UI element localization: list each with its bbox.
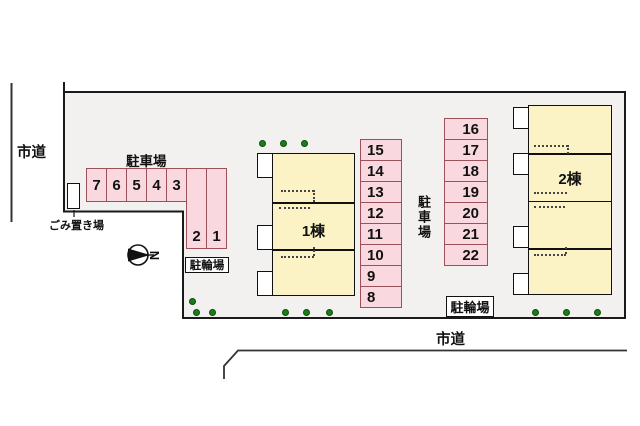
parking-stall: 20 [444, 202, 488, 224]
unit-divider [529, 200, 611, 202]
parking-stall: 18 [444, 160, 488, 182]
compass-needle-icon [128, 248, 150, 262]
tree-dot [562, 308, 570, 316]
tree-dot [593, 308, 601, 316]
parking-label-right: 駐車場 [416, 195, 431, 240]
parking-stall: 8 [360, 286, 402, 308]
tree-dot [300, 139, 308, 147]
parking-stall: 11 [360, 223, 402, 245]
building-2-label: 2棟 [558, 171, 582, 188]
garbage-box [67, 183, 80, 209]
entry-path-dashed [567, 145, 569, 154]
unit-divider [529, 248, 611, 250]
building-2-entrance [513, 106, 529, 129]
building-2-entrance [513, 153, 529, 175]
entry-path-dashed [534, 192, 567, 194]
building-1-entrance [257, 224, 273, 250]
parking-label-top: 駐車場 [126, 154, 167, 169]
parking-column-right: 16 17 18 19 20 21 22 [444, 118, 488, 266]
building-2-entrance [513, 273, 529, 295]
unit-divider [529, 153, 611, 155]
parking-stall: 21 [444, 223, 488, 245]
building-2-entrance [513, 226, 529, 248]
parking-stall: 16 [444, 118, 488, 140]
tree-dot [258, 139, 266, 147]
parking-stall: 9 [360, 265, 402, 287]
garbage-label: ごみ置き場 [49, 220, 104, 232]
parking-stall: 13 [360, 181, 402, 203]
parking-stall: 17 [444, 139, 488, 161]
unit-divider [273, 202, 354, 204]
tree-dot [531, 308, 539, 316]
road-bottom-line [223, 349, 627, 379]
parking-stall: 1 [206, 168, 227, 249]
parking-stall: 6 [106, 168, 127, 202]
parking-stall: 10 [360, 244, 402, 266]
tree-dot [302, 308, 310, 316]
parking-column-middle: 15 14 13 12 11 10 9 8 [360, 139, 402, 308]
entry-path-dashed [313, 190, 315, 202]
entry-path-dashed [534, 145, 568, 147]
building-1-label: 1棟 [301, 223, 326, 240]
road-label-left: 市道 [17, 145, 46, 161]
parking-stall: 12 [360, 202, 402, 224]
entry-path-dashed [281, 190, 314, 192]
entry-path-dashed [281, 256, 314, 258]
tree-dot [188, 297, 196, 305]
road-label-bottom: 市道 [436, 332, 465, 348]
parking-stall: 14 [360, 160, 402, 182]
building-2 [528, 105, 612, 295]
entry-path-dashed [534, 254, 566, 256]
compass-north-label: N [147, 250, 163, 261]
bike-parking-right: 駐輪場 [446, 296, 494, 317]
building-1-entrance [257, 271, 273, 296]
entry-path-dashed [279, 207, 310, 209]
parking-row-side: 2 1 [186, 168, 227, 249]
parking-stall: 4 [146, 168, 167, 202]
tree-dot [208, 308, 216, 316]
parking-stall: 3 [166, 168, 187, 202]
tree-dot [325, 308, 333, 316]
tree-dot [192, 308, 200, 316]
parking-stall: 22 [444, 244, 488, 266]
entry-path-dashed [313, 247, 315, 256]
entry-path-dashed [534, 206, 565, 208]
tree-dot [279, 139, 287, 147]
parking-stall: 19 [444, 181, 488, 203]
parking-stall: 2 [186, 168, 207, 249]
parking-row-top: 7 6 5 4 3 [86, 168, 187, 202]
tree-dot [281, 308, 289, 316]
building-1-entrance [257, 153, 273, 178]
parking-stall: 5 [126, 168, 147, 202]
parking-stall: 15 [360, 139, 402, 161]
parking-stall: 7 [86, 168, 107, 202]
bike-parking-left: 駐輪場 [185, 257, 229, 273]
entry-path-dashed [565, 247, 567, 254]
